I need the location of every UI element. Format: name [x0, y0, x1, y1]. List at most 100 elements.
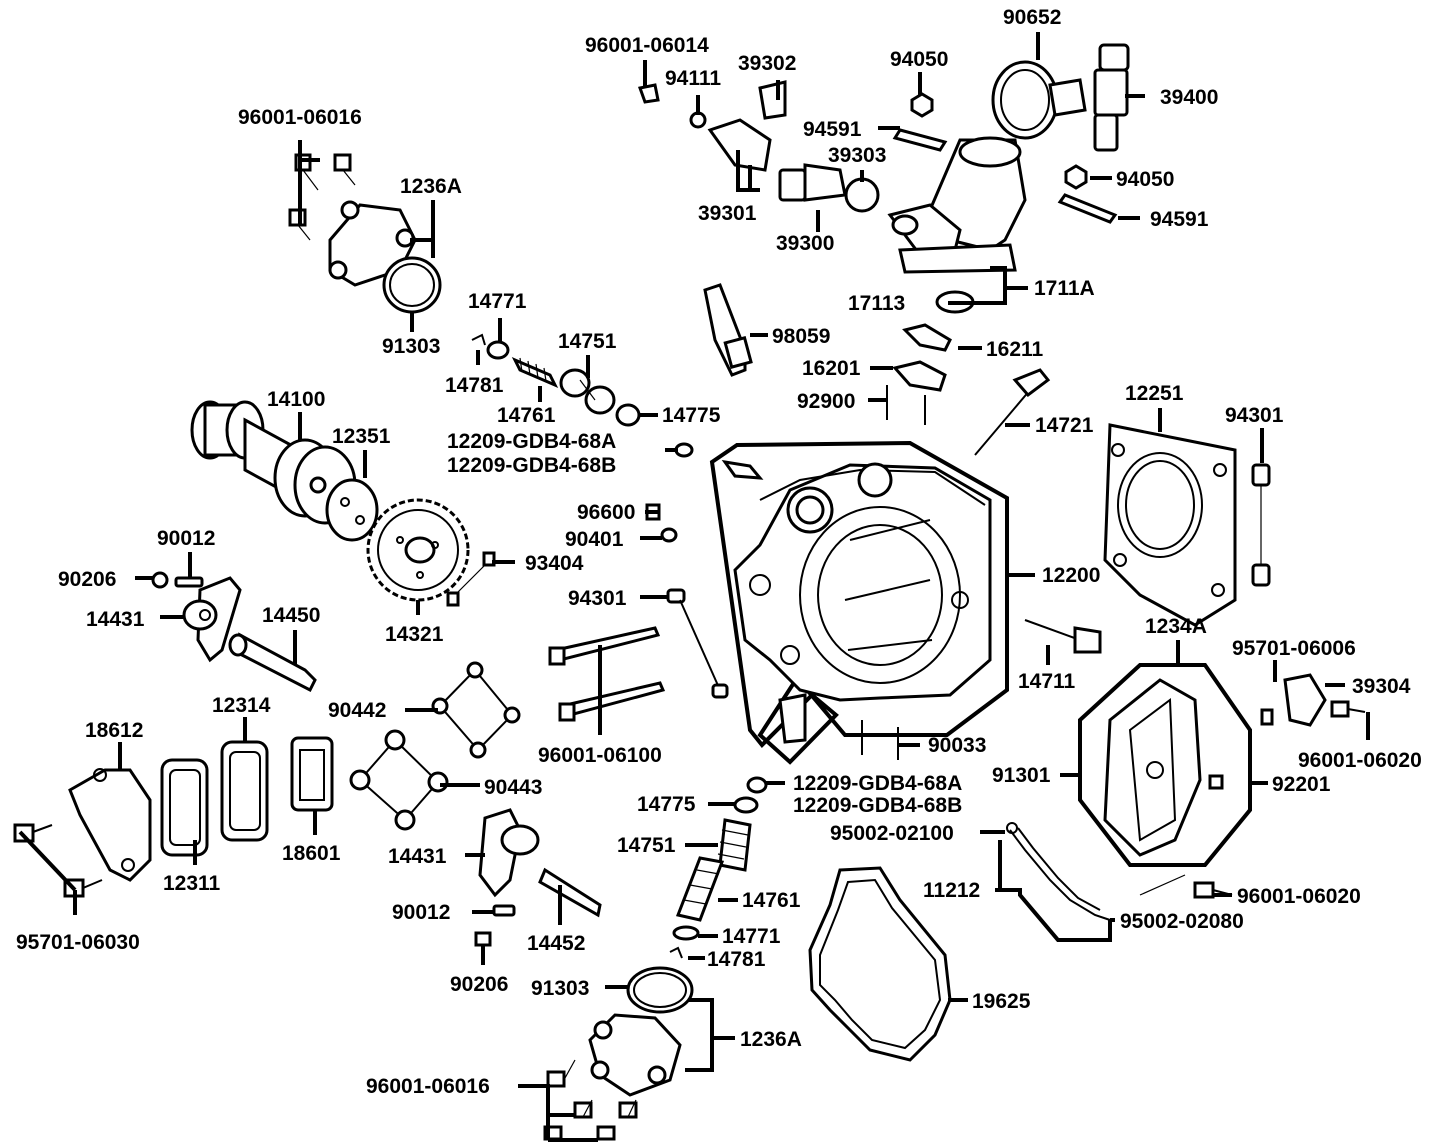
gasket-19625 [808, 866, 952, 1062]
cotter-14781-bottom [669, 946, 683, 959]
callout-12311: 12311 [163, 872, 221, 895]
callout-12209b-bottom: 12209-GDB4-68B [793, 794, 962, 817]
dowel-94301-mid [666, 588, 729, 699]
cam-plate-12351 [325, 478, 379, 542]
valve-cotter-14781 [471, 333, 486, 346]
callout-18612: 18612 [85, 719, 143, 742]
callout-39400: 39400 [1160, 86, 1218, 109]
callout-14771-top: 14771 [468, 290, 527, 313]
oil-pipe-11212 [1006, 822, 1111, 921]
callout-14431-bottom: 14431 [388, 845, 447, 868]
intake-manifold-1711A [887, 136, 1027, 314]
callout-96001-06014: 96001-06014 [585, 34, 709, 57]
gasket-16211 [902, 323, 952, 352]
rocker-shaft-14450 [228, 632, 317, 693]
callout-14711: 14711 [1018, 670, 1076, 693]
gasket-12314 [220, 740, 269, 842]
bolt-95701-06006 [1260, 708, 1274, 726]
callout-1711A: 1711A [1034, 277, 1095, 300]
valve-seal-14775 [615, 403, 641, 427]
side-cover-1234A-outline [1078, 663, 1252, 867]
callout-90012-top: 90012 [157, 527, 215, 550]
adjust-screw-90012-bottom [492, 904, 516, 917]
callout-14781-top: 14781 [445, 374, 504, 397]
callout-14781-bottom: 14781 [707, 948, 766, 971]
callout-91303-top: 91303 [382, 335, 440, 358]
insulator-16201 [892, 360, 947, 392]
bolt-93404 [446, 551, 496, 607]
callout-14721: 14721 [1035, 414, 1094, 437]
callout-12251: 12251 [1125, 382, 1184, 405]
callout-39301: 39301 [698, 202, 757, 225]
callout-14775-top: 14775 [662, 404, 721, 427]
callout-95701-06006: 95701-06006 [1232, 637, 1356, 660]
callout-90206-top: 90206 [58, 568, 116, 591]
leader-lines [18, 32, 1370, 1142]
callout-95002-02100: 95002-02100 [830, 822, 954, 845]
callout-94301-right: 94301 [1225, 404, 1284, 427]
cam-cover-1236A-bottom [588, 966, 694, 1097]
gasket-12311 [160, 758, 209, 857]
callout-14450: 14450 [262, 604, 320, 627]
rocker-arm-14431 [182, 576, 242, 663]
rocker-arm-14431-bottom [478, 808, 540, 898]
callout-98059: 98059 [772, 325, 830, 348]
callout-labels: 96001-06014 94111 39302 90652 94050 3940… [16, 6, 1422, 1098]
callout-92900: 92900 [797, 390, 855, 413]
callout-1234A: 1234A [1145, 615, 1207, 638]
nut-90206 [151, 571, 169, 589]
callout-14771-bottom: 14771 [722, 925, 781, 948]
valve-14711 [1024, 619, 1102, 654]
callout-92201: 92201 [1272, 773, 1331, 796]
mount-90442 [431, 661, 521, 759]
callout-39302: 39302 [738, 52, 796, 75]
callout-1236A-bottom: 1236A [740, 1028, 802, 1051]
bolt-96001-06016-bottom [543, 1059, 638, 1141]
callout-12209a-top: 12209-GDB4-68A [447, 430, 616, 453]
callout-93404: 93404 [525, 552, 584, 575]
callout-12209b-top: 12209-GDB4-68B [447, 454, 616, 477]
callout-18601: 18601 [282, 842, 341, 865]
callout-12351: 12351 [332, 425, 391, 448]
inner-spring-14761-bottom [675, 856, 725, 922]
bracket-94591 [892, 128, 1118, 224]
callout-14751-bottom: 14751 [617, 834, 676, 857]
mount-90443 [349, 729, 449, 831]
part-drawings [13, 43, 1366, 1141]
callout-14321: 14321 [385, 623, 444, 646]
pointer-arrow [1139, 874, 1186, 896]
callout-96001-06016-top: 96001-06016 [238, 106, 362, 129]
cover-18612 [68, 768, 152, 882]
oil-seal-12209-bottom [746, 776, 768, 794]
callout-96001-06016-bottom: 96001-06016 [366, 1075, 490, 1098]
callout-16211: 16211 [986, 338, 1044, 361]
washer-90401 [660, 527, 678, 543]
callout-96001-06020-right: 96001-06020 [1298, 749, 1422, 772]
outer-spring-14751 [559, 368, 616, 415]
callout-12209a-bottom: 12209-GDB4-68A [793, 772, 962, 795]
rocker-shaft-14452 [538, 867, 602, 918]
callout-90401: 90401 [565, 528, 624, 551]
callout-96001-06020-bottom: 96001-06020 [1237, 885, 1361, 908]
bolt-92201 [1208, 774, 1224, 790]
cam-sprocket-14321 [366, 498, 470, 602]
callout-1236A-top: 1236A [400, 175, 462, 198]
cam-cover-1236A [328, 200, 442, 314]
callout-14751-top: 14751 [558, 330, 617, 353]
adjust-screw-90012 [174, 576, 204, 588]
callout-19625: 19625 [972, 990, 1031, 1013]
sensor-39304 [1283, 673, 1327, 727]
plate-18601 [290, 736, 334, 812]
valve-14721 [974, 368, 1051, 456]
callout-94591-top: 94591 [803, 118, 862, 141]
nut-90206-bottom [474, 931, 492, 947]
outer-spring-14751-bottom [717, 818, 752, 872]
callout-14761-top: 14761 [497, 404, 556, 427]
bolt-95701-06030 [13, 823, 103, 898]
callout-12314: 12314 [212, 694, 271, 717]
bolt-96001-06020-right [1330, 700, 1366, 718]
callout-94050-mid: 94050 [1116, 168, 1174, 191]
callout-90652: 90652 [1003, 6, 1061, 29]
inner-spring-14761 [511, 357, 559, 388]
stud-92900 [886, 385, 926, 425]
